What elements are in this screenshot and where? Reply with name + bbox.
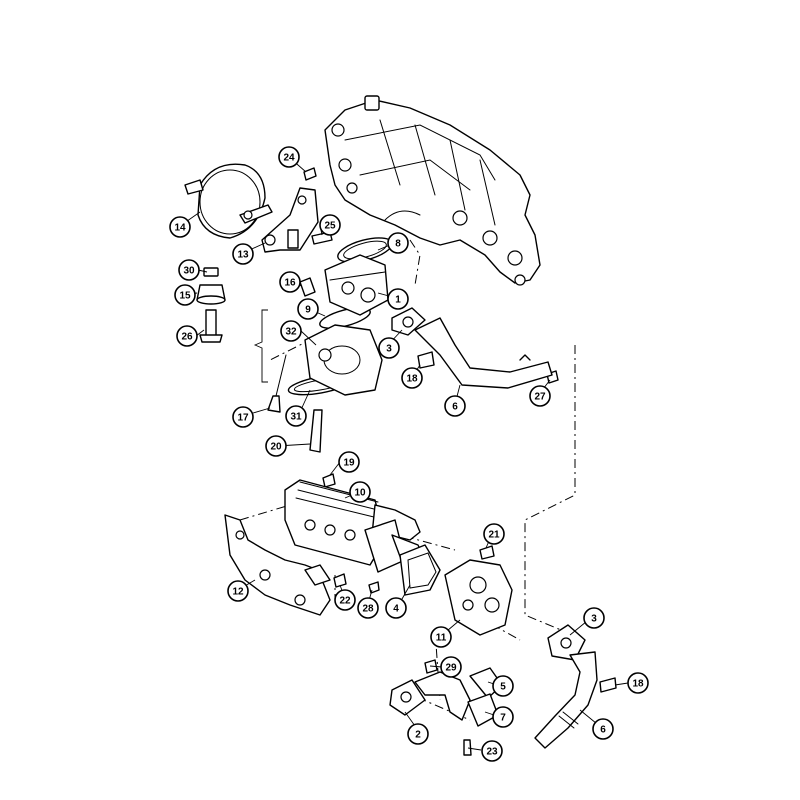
svg-text:6: 6 bbox=[600, 725, 606, 736]
callout-18-lower: 18 bbox=[627, 672, 649, 694]
callout-30: 30 bbox=[178, 259, 200, 281]
egr-valve bbox=[324, 254, 389, 316]
callout-24: 24 bbox=[278, 146, 300, 168]
callout-23: 23 bbox=[481, 740, 503, 762]
svg-text:19: 19 bbox=[343, 458, 355, 469]
vacuum-actuator bbox=[184, 163, 273, 239]
svg-text:4: 4 bbox=[393, 604, 399, 615]
svg-text:2: 2 bbox=[415, 730, 421, 741]
callout-27: 27 bbox=[529, 385, 551, 407]
callout-19: 19 bbox=[338, 451, 360, 473]
svg-text:13: 13 bbox=[237, 250, 249, 261]
flange-gasket-upper bbox=[391, 307, 426, 336]
svg-text:25: 25 bbox=[324, 221, 336, 232]
svg-text:18: 18 bbox=[632, 679, 644, 690]
callout-15: 15 bbox=[174, 284, 196, 306]
svg-text:3: 3 bbox=[591, 614, 597, 625]
svg-text:24: 24 bbox=[283, 153, 295, 164]
svg-text:18: 18 bbox=[406, 374, 418, 385]
callout-4: 4 bbox=[385, 597, 407, 619]
bracket bbox=[261, 187, 319, 253]
callout-8: 8 bbox=[387, 232, 409, 254]
callout-20: 20 bbox=[265, 435, 287, 457]
callout-26: 26 bbox=[176, 325, 198, 347]
callout-7: 7 bbox=[492, 706, 514, 728]
group-brace bbox=[253, 309, 268, 383]
callout-22: 22 bbox=[334, 589, 356, 611]
callout-2: 2 bbox=[407, 723, 429, 745]
svg-text:3: 3 bbox=[386, 344, 392, 355]
callout-12: 12 bbox=[227, 580, 249, 602]
callout-29: 29 bbox=[440, 656, 462, 678]
throttle-housing bbox=[304, 324, 383, 396]
svg-text:31: 31 bbox=[290, 412, 302, 423]
callout-11: 11 bbox=[430, 626, 452, 648]
gasket-mid bbox=[399, 544, 441, 596]
svg-text:21: 21 bbox=[488, 530, 500, 541]
callout-17: 17 bbox=[232, 406, 254, 428]
mounting-bush bbox=[196, 267, 226, 305]
callout-9: 9 bbox=[297, 298, 319, 320]
svg-text:29: 29 bbox=[445, 663, 457, 674]
callout-3-upper: 3 bbox=[378, 337, 400, 359]
support-bracket bbox=[224, 514, 331, 616]
svg-text:26: 26 bbox=[181, 332, 193, 343]
callout-1: 1 bbox=[387, 288, 409, 310]
callout-13: 13 bbox=[232, 243, 254, 265]
callout-6-upper: 6 bbox=[444, 395, 466, 417]
svg-text:20: 20 bbox=[270, 442, 282, 453]
callout-10: 10 bbox=[349, 481, 371, 503]
svg-text:9: 9 bbox=[305, 305, 311, 316]
svg-text:14: 14 bbox=[174, 223, 186, 234]
stud bbox=[199, 309, 223, 343]
egr-valve-lower bbox=[444, 559, 513, 636]
svg-text:8: 8 bbox=[395, 239, 401, 250]
callout-28: 28 bbox=[357, 597, 379, 619]
svg-text:27: 27 bbox=[534, 392, 546, 403]
callout-31: 31 bbox=[285, 405, 307, 427]
callout-18-upper: 18 bbox=[401, 367, 423, 389]
callout-14: 14 bbox=[169, 216, 191, 238]
svg-text:5: 5 bbox=[500, 682, 506, 693]
flange-gasket-lower bbox=[547, 624, 586, 661]
svg-text:1: 1 bbox=[395, 295, 401, 306]
intake-manifold bbox=[324, 95, 541, 286]
svg-text:23: 23 bbox=[486, 747, 498, 758]
svg-text:30: 30 bbox=[183, 266, 195, 277]
svg-text:28: 28 bbox=[362, 604, 374, 615]
elbow-pipe bbox=[389, 667, 503, 727]
bolts bbox=[267, 167, 617, 756]
callout-32: 32 bbox=[280, 320, 302, 342]
svg-text:12: 12 bbox=[232, 587, 244, 598]
callout-5: 5 bbox=[492, 675, 514, 697]
callout-25: 25 bbox=[319, 214, 341, 236]
callout-6-lower: 6 bbox=[592, 718, 614, 740]
egr-pipe-upper bbox=[414, 317, 553, 389]
svg-text:11: 11 bbox=[436, 633, 447, 644]
svg-text:22: 22 bbox=[339, 596, 351, 607]
callout-16: 16 bbox=[279, 271, 301, 293]
svg-text:7: 7 bbox=[500, 713, 506, 724]
callout-3-lower: 3 bbox=[583, 607, 605, 629]
egr-pipe-lower bbox=[534, 651, 598, 749]
svg-text:6: 6 bbox=[452, 402, 458, 413]
svg-text:17: 17 bbox=[237, 413, 249, 424]
callout-21: 21 bbox=[483, 523, 505, 545]
svg-text:10: 10 bbox=[354, 488, 366, 499]
svg-text:16: 16 bbox=[284, 278, 296, 289]
svg-text:15: 15 bbox=[179, 291, 191, 302]
svg-text:32: 32 bbox=[285, 327, 297, 338]
